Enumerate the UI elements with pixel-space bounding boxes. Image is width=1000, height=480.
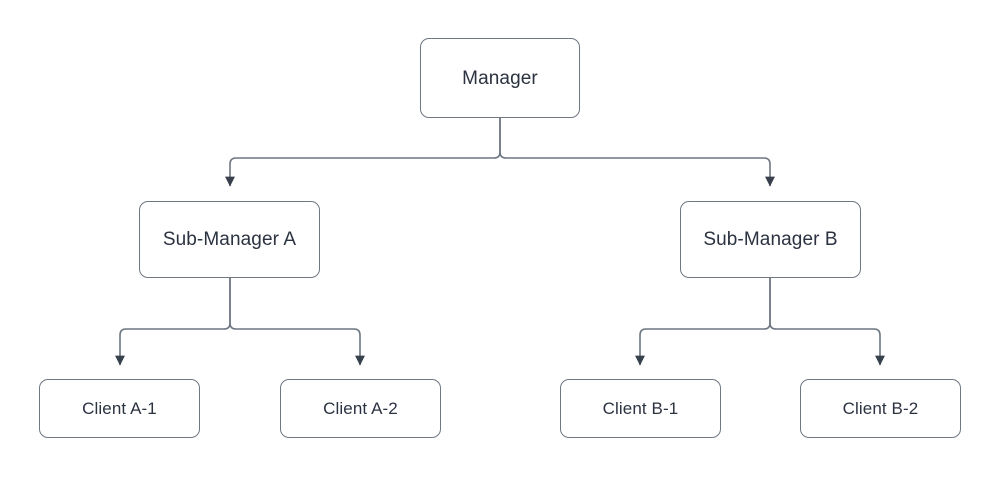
node-sub-manager-b-label: Sub-Manager B: [703, 229, 838, 250]
edge-manager-to-sub-b: [499, 118, 775, 187]
node-client-a-1[interactable]: Client A-1: [39, 379, 200, 438]
node-client-b-1-label: Client B-1: [602, 399, 679, 418]
node-sub-manager-a[interactable]: Sub-Manager A: [139, 201, 320, 278]
edge-sub-a-to-client-a1: [115, 278, 231, 366]
node-sub-manager-b[interactable]: Sub-Manager B: [680, 201, 861, 278]
node-manager-label: Manager: [462, 67, 538, 89]
edge-sub-b-to-client-b2: [769, 278, 885, 366]
edge-sub-b-to-client-b1: [635, 278, 771, 366]
node-client-a-1-label: Client A-1: [82, 399, 157, 418]
edge-manager-to-sub-a: [225, 118, 501, 187]
node-manager[interactable]: Manager: [420, 38, 580, 118]
edge-sub-a-to-client-a2: [229, 278, 365, 366]
node-sub-manager-a-label: Sub-Manager A: [162, 229, 297, 250]
node-client-b-2[interactable]: Client B-2: [800, 379, 961, 438]
node-client-a-2[interactable]: Client A-2: [280, 379, 441, 438]
node-client-a-2-label: Client A-2: [323, 399, 398, 418]
node-client-b-1[interactable]: Client B-1: [560, 379, 721, 438]
node-client-b-2-label: Client B-2: [842, 399, 919, 418]
